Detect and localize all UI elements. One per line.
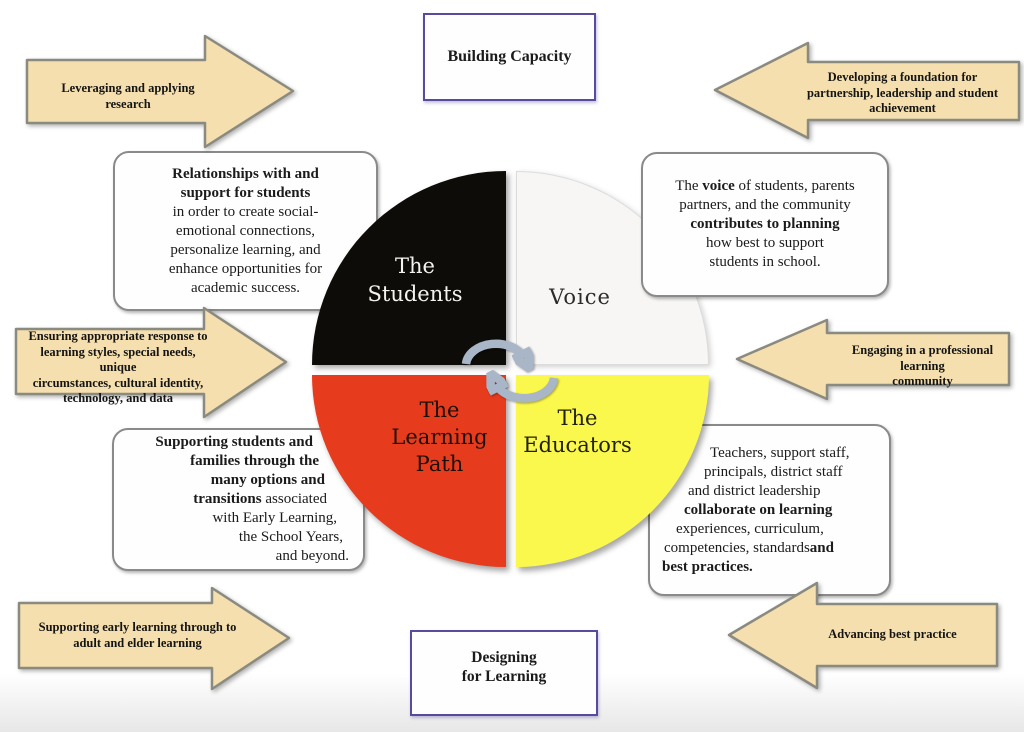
arrow-bottom-right — [725, 580, 1000, 692]
arrow-label-bottom-right: Advancing best practice — [828, 627, 957, 641]
left-arrow-icon — [713, 41, 1021, 140]
left-arrow-icon — [727, 581, 999, 690]
arrow-top-left — [25, 33, 297, 151]
arrow-bottom-left — [17, 585, 293, 693]
cycle-arrows-icon — [452, 322, 570, 423]
arrow-mid-right — [733, 317, 1012, 403]
building-capacity-label: Building Capacity — [447, 48, 572, 65]
callout-educators: Teachers, support staff,principals, dist… — [648, 424, 891, 596]
left-arrow-icon — [735, 318, 1011, 401]
quadrant-label-voice: Voice — [549, 285, 611, 309]
right-arrow-icon — [14, 306, 288, 419]
arrow-mid-left — [14, 305, 290, 421]
right-arrow-icon — [25, 34, 295, 149]
arrow-top-right — [711, 40, 1022, 142]
building-capacity-banner: Building Capacity — [423, 13, 596, 101]
right-arrow-icon — [17, 586, 291, 691]
arrow-label-top-left: Leveraging and applying research — [61, 81, 195, 111]
